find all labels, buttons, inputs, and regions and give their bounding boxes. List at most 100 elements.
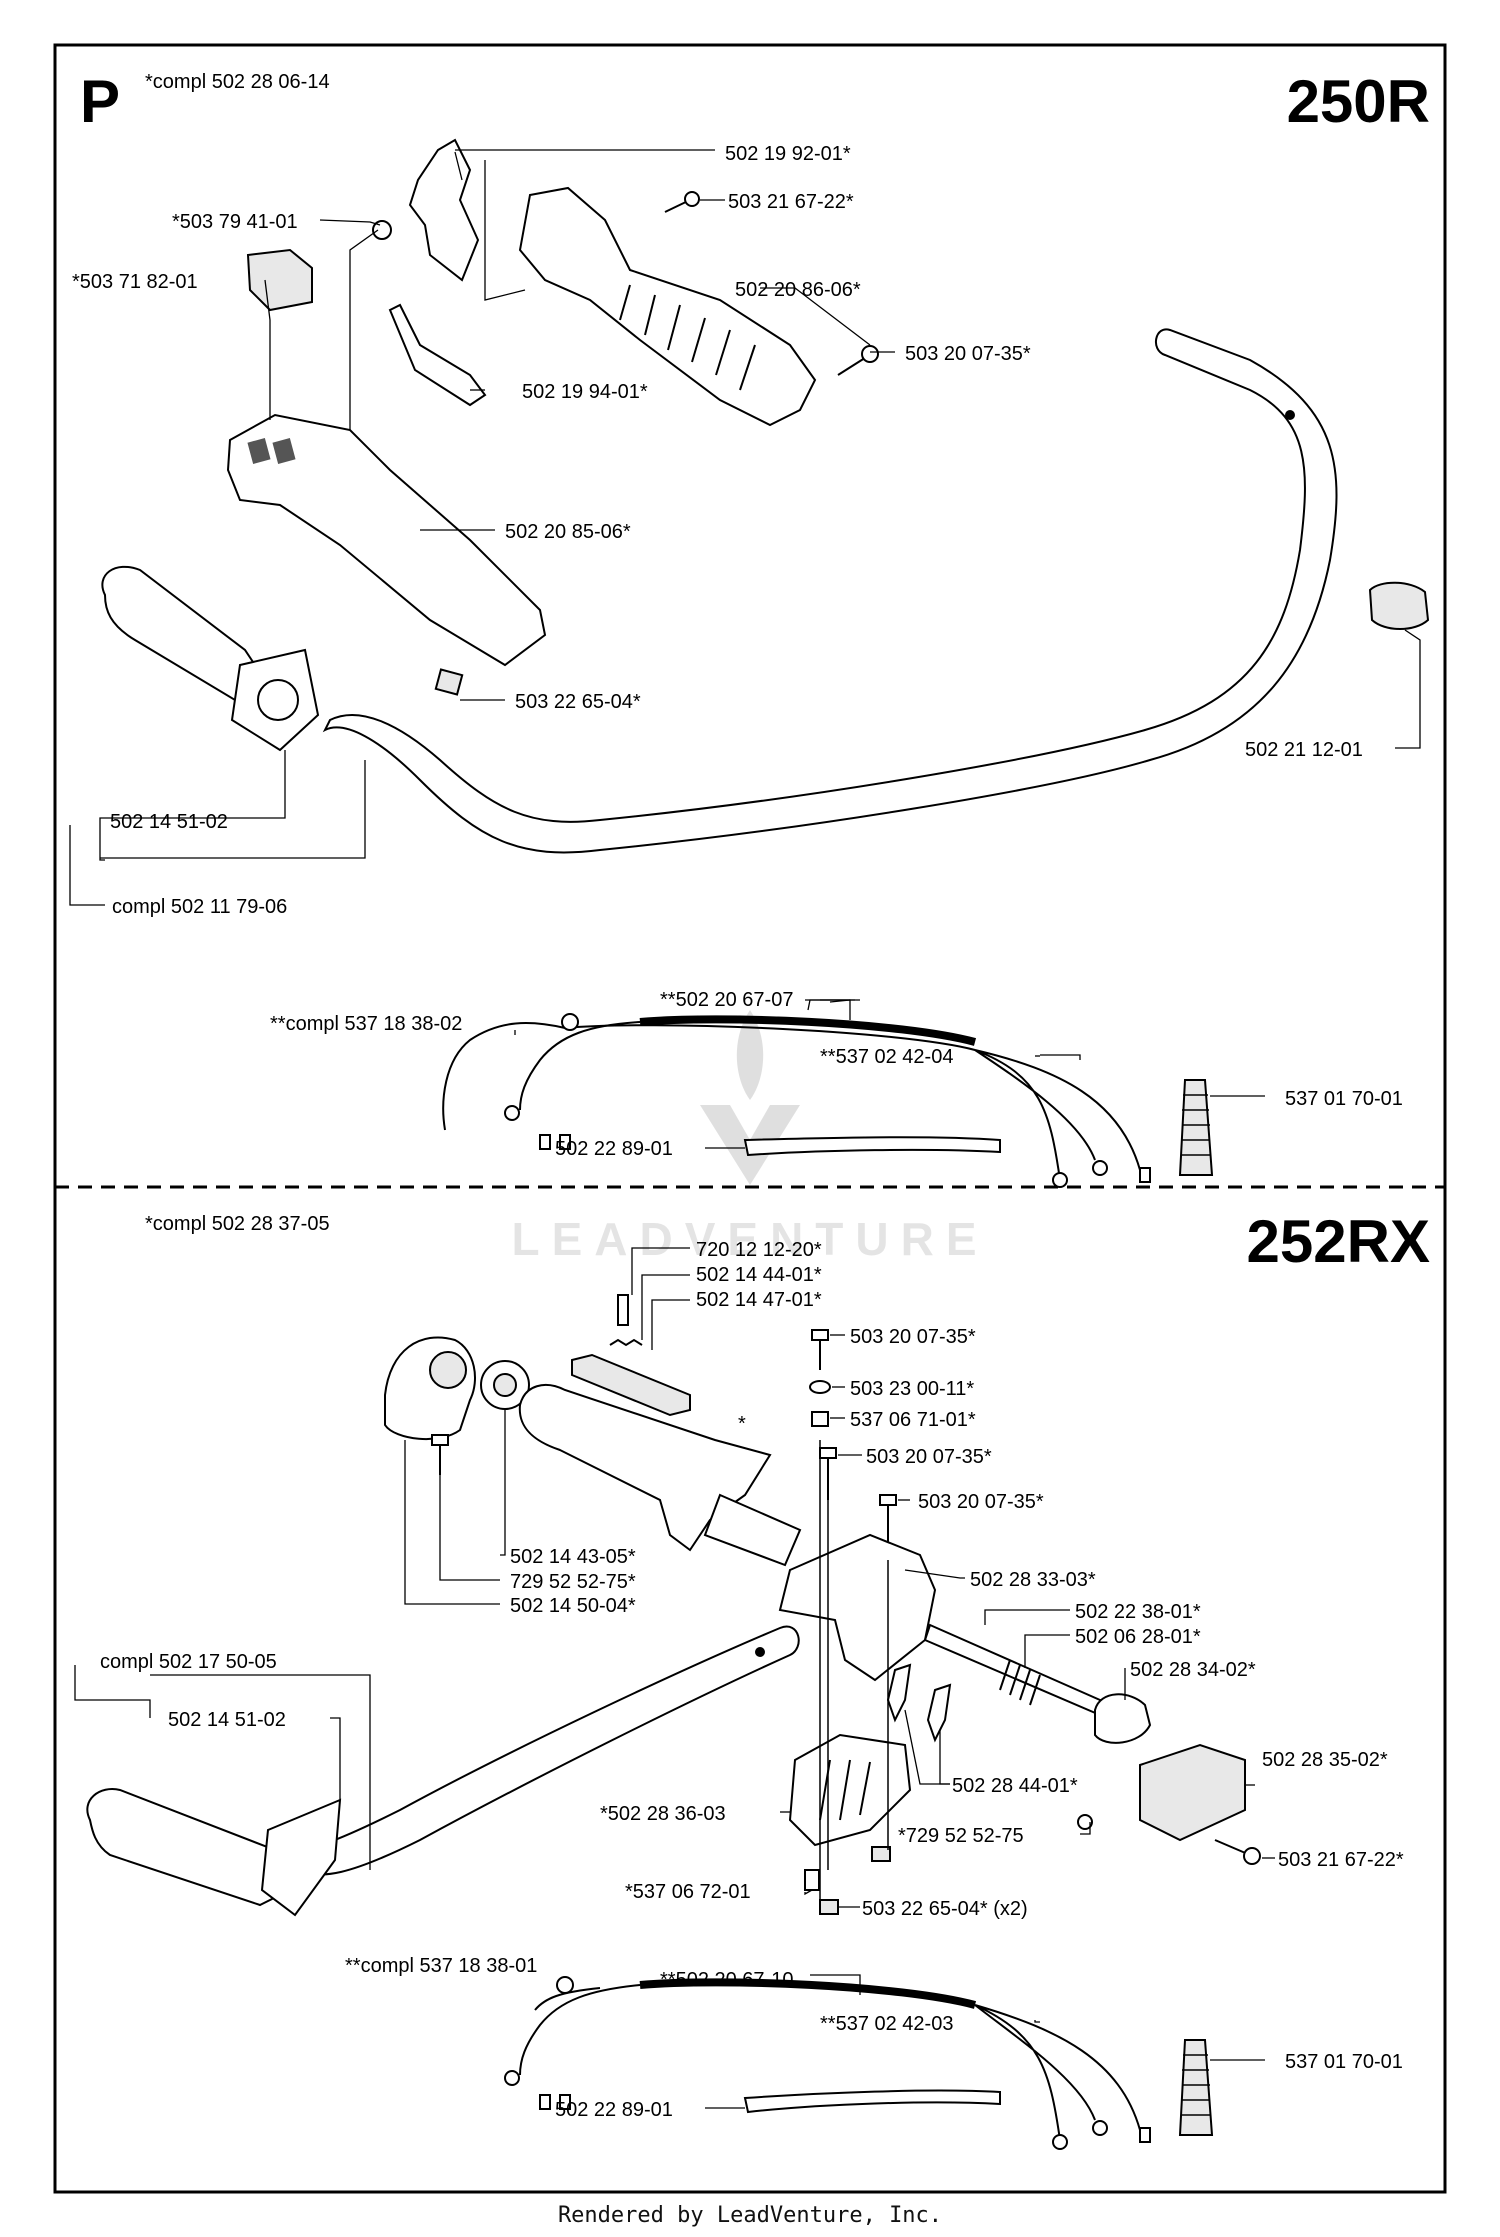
wire-connector <box>1139 1167 1151 1183</box>
handle-cover-strip-part <box>571 1353 691 1417</box>
wire-ring-terminal <box>1052 2134 1068 2150</box>
part-label: 502 21 12-01 <box>1245 739 1363 761</box>
nut-part <box>819 1899 839 1915</box>
part-label: 502 20 85-06* <box>505 521 631 543</box>
part-label: *537 06 72-01 <box>625 1881 751 1903</box>
handle-body-part <box>518 1384 772 1552</box>
shaft-spring <box>999 1659 1041 1706</box>
rubber-boot-ribs <box>1181 2054 1211 2116</box>
part-label: 503 20 07-35* <box>866 1446 992 1468</box>
handle-bar-hole <box>755 1647 765 1657</box>
wire-connector <box>539 1134 551 1150</box>
loop-handle-bar <box>322 328 1338 854</box>
leader-lines-250r <box>69 149 1421 1149</box>
part-label: 502 22 89-01 <box>555 1138 673 1160</box>
part-label: 502 28 34-02* <box>1130 1659 1256 1681</box>
part-label: *503 79 41-01 <box>172 211 298 233</box>
part-label: 503 20 07-35* <box>905 343 1031 365</box>
watermark-text: LEADVENTURE <box>511 1213 988 1265</box>
rubber-boot-part <box>1178 1079 1214 1176</box>
wire-harness-250r-main <box>564 1024 1141 1181</box>
side-cover-part <box>1139 1743 1246 1842</box>
watermark-logo <box>700 1010 800 1185</box>
part-label: 503 20 07-35* <box>850 1326 976 1348</box>
wire-connector <box>1139 2127 1151 2143</box>
cable-sleeve-250r <box>639 1015 977 1046</box>
part-label: 537 01 70-01 <box>1285 1088 1403 1110</box>
clamp-part <box>1368 581 1430 630</box>
rubber-boot-part <box>1178 2039 1214 2136</box>
part-label: 537 01 70-01 <box>1285 2051 1403 2073</box>
part-label: 503 21 67-22* <box>1278 1849 1404 1871</box>
handle-cover-ribs <box>619 284 756 391</box>
wire-ring-terminal <box>1092 2120 1108 2136</box>
part-label: 502 14 43-05* <box>510 1546 636 1568</box>
part-label: 502 28 44-01* <box>952 1775 1078 1797</box>
part-label: 503 20 07-35* <box>918 1491 1044 1513</box>
part-label: *502 28 36-03 <box>600 1803 726 1825</box>
knob-part <box>1094 1693 1152 1744</box>
part-label: **502 20 67-10 <box>660 1969 793 1991</box>
gear-hub <box>493 1373 517 1397</box>
clamp-bracket-part <box>778 1533 937 1682</box>
wire-ring-terminal <box>1052 1172 1068 1188</box>
part-label: 503 21 67-22* <box>728 191 854 213</box>
compl-label-252rx: *compl 502 28 37-05 <box>145 1213 330 1235</box>
part-label: 503 22 65-04* <box>515 691 641 713</box>
handle-lower-part <box>226 413 547 667</box>
leader-lines-250r-b <box>454 151 1081 1060</box>
handle-bar-252rx <box>288 1625 800 1876</box>
trigger-housing-hub <box>429 1351 467 1389</box>
wire-harness-252rx <box>519 1984 1141 2141</box>
part-label: 720 12 12-20* <box>696 1239 822 1261</box>
part-label: 502 22 38-01* <box>1075 1601 1201 1623</box>
wire-ring-terminal <box>1092 1160 1108 1176</box>
footer-credit: Rendered by LeadVenture, Inc. <box>557 2203 943 2228</box>
part-label: 502 22 89-01 <box>555 2099 673 2121</box>
spring-part <box>372 220 392 240</box>
throttle-shaft-part <box>923 1623 1101 1717</box>
wire-harness-250r <box>442 1022 566 1131</box>
screw-part <box>1243 1847 1261 1865</box>
part-label: 502 19 94-01* <box>522 381 648 403</box>
wire-250r-left <box>519 1021 641 1111</box>
wire-ring-terminal <box>504 1105 520 1121</box>
pin-part <box>886 1663 912 1723</box>
part-label-compl: **compl 537 18 38-02 <box>270 1013 462 1035</box>
left-grip-252rx <box>86 1788 292 1907</box>
nut-part <box>434 668 464 696</box>
lower-clamp-part <box>788 1733 912 1847</box>
leader-lines-252rx <box>74 1247 1275 2109</box>
throttle-trigger-part <box>408 138 480 282</box>
part-label: 502 14 51-02 <box>168 1709 286 1731</box>
nut-part <box>871 1846 891 1862</box>
wire-connector <box>539 2094 551 2110</box>
diagram-frame <box>53 43 1447 2194</box>
model-title-252rx: 252RX <box>1247 1208 1430 1275</box>
trigger-housing-part <box>384 1336 476 1441</box>
part-label: 503 23 00-11* <box>850 1378 974 1400</box>
part-label: 502 06 28-01* <box>1075 1626 1201 1648</box>
wire-ring-terminal <box>556 1976 574 1994</box>
part-label-compl: compl 502 17 50-05 <box>100 1651 277 1673</box>
part-label: 502 28 33-03* <box>970 1569 1096 1591</box>
part-label: **537 02 42-04 <box>820 1046 953 1068</box>
handle-lower-slots <box>247 438 296 464</box>
part-label: 503 22 65-04* (x2) <box>862 1898 1028 1920</box>
part-label: 537 06 71-01* <box>850 1409 976 1431</box>
protection-strip-part <box>743 1136 1001 1157</box>
loop-handle-hole <box>1285 410 1295 420</box>
wire-ring-terminal <box>561 1013 579 1031</box>
grip-flange-252rx <box>260 1798 342 1917</box>
part-label: 502 19 92-01* <box>725 143 851 165</box>
pin-part <box>926 1683 952 1743</box>
part-label: *729 52 52-75 <box>898 1825 1024 1847</box>
cable-sleeve-252rx <box>639 1978 977 2009</box>
screw-part <box>664 191 879 376</box>
part-label: 502 14 51-02 <box>110 811 228 833</box>
wire-ring-terminal <box>504 2070 520 2086</box>
section-letter: P <box>80 68 120 135</box>
wire-connector <box>559 1134 571 1150</box>
compl-label-250r: *compl 502 28 06-14 <box>145 71 330 93</box>
part-label: *503 71 82-01 <box>72 271 198 293</box>
